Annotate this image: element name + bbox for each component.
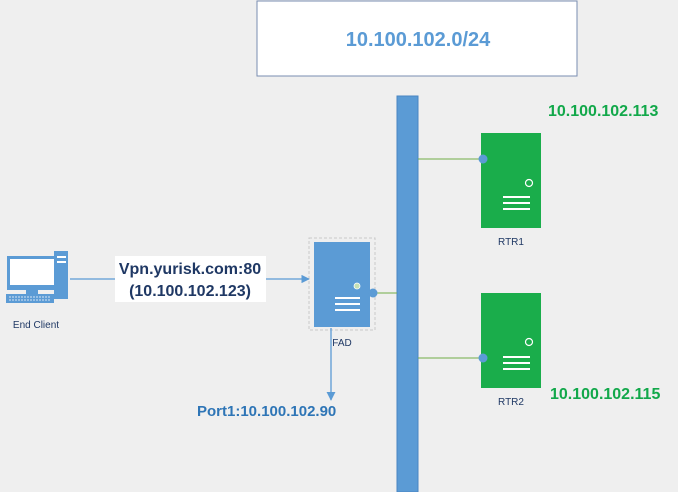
server-icon xyxy=(314,242,370,327)
fad-server: FAD xyxy=(308,237,378,349)
router-rtr1: RTR1 10.100.102.113 xyxy=(478,103,658,248)
subnet-label: 10.100.102.0/24 xyxy=(346,29,491,51)
router-ip: 10.100.102.115 xyxy=(550,386,660,403)
subnet-box: 10.100.102.0/24 xyxy=(256,0,578,77)
end-client: End Client xyxy=(6,251,68,331)
router-label: RTR2 xyxy=(498,397,524,408)
router-rtr2: RTR2 10.100.102.115 xyxy=(478,293,660,408)
network-bus xyxy=(396,95,419,492)
computer-icon xyxy=(6,251,68,303)
fad-label: FAD xyxy=(332,338,351,349)
client-label: End Client xyxy=(13,320,59,331)
port-label: Port1:10.100.102.90 xyxy=(197,403,336,420)
port-dot xyxy=(478,154,488,164)
vip-hostname: Vpn.yurisk.com:80 xyxy=(119,261,261,278)
port-dot xyxy=(478,353,488,363)
router-icon xyxy=(481,293,541,388)
router-label: RTR1 xyxy=(498,237,524,248)
port-dot xyxy=(368,288,378,298)
vip-address: (10.100.102.123) xyxy=(129,283,251,300)
router-ip: 10.100.102.113 xyxy=(548,103,658,120)
vip-label-box: Vpn.yurisk.com:80 (10.100.102.123) xyxy=(115,256,266,302)
